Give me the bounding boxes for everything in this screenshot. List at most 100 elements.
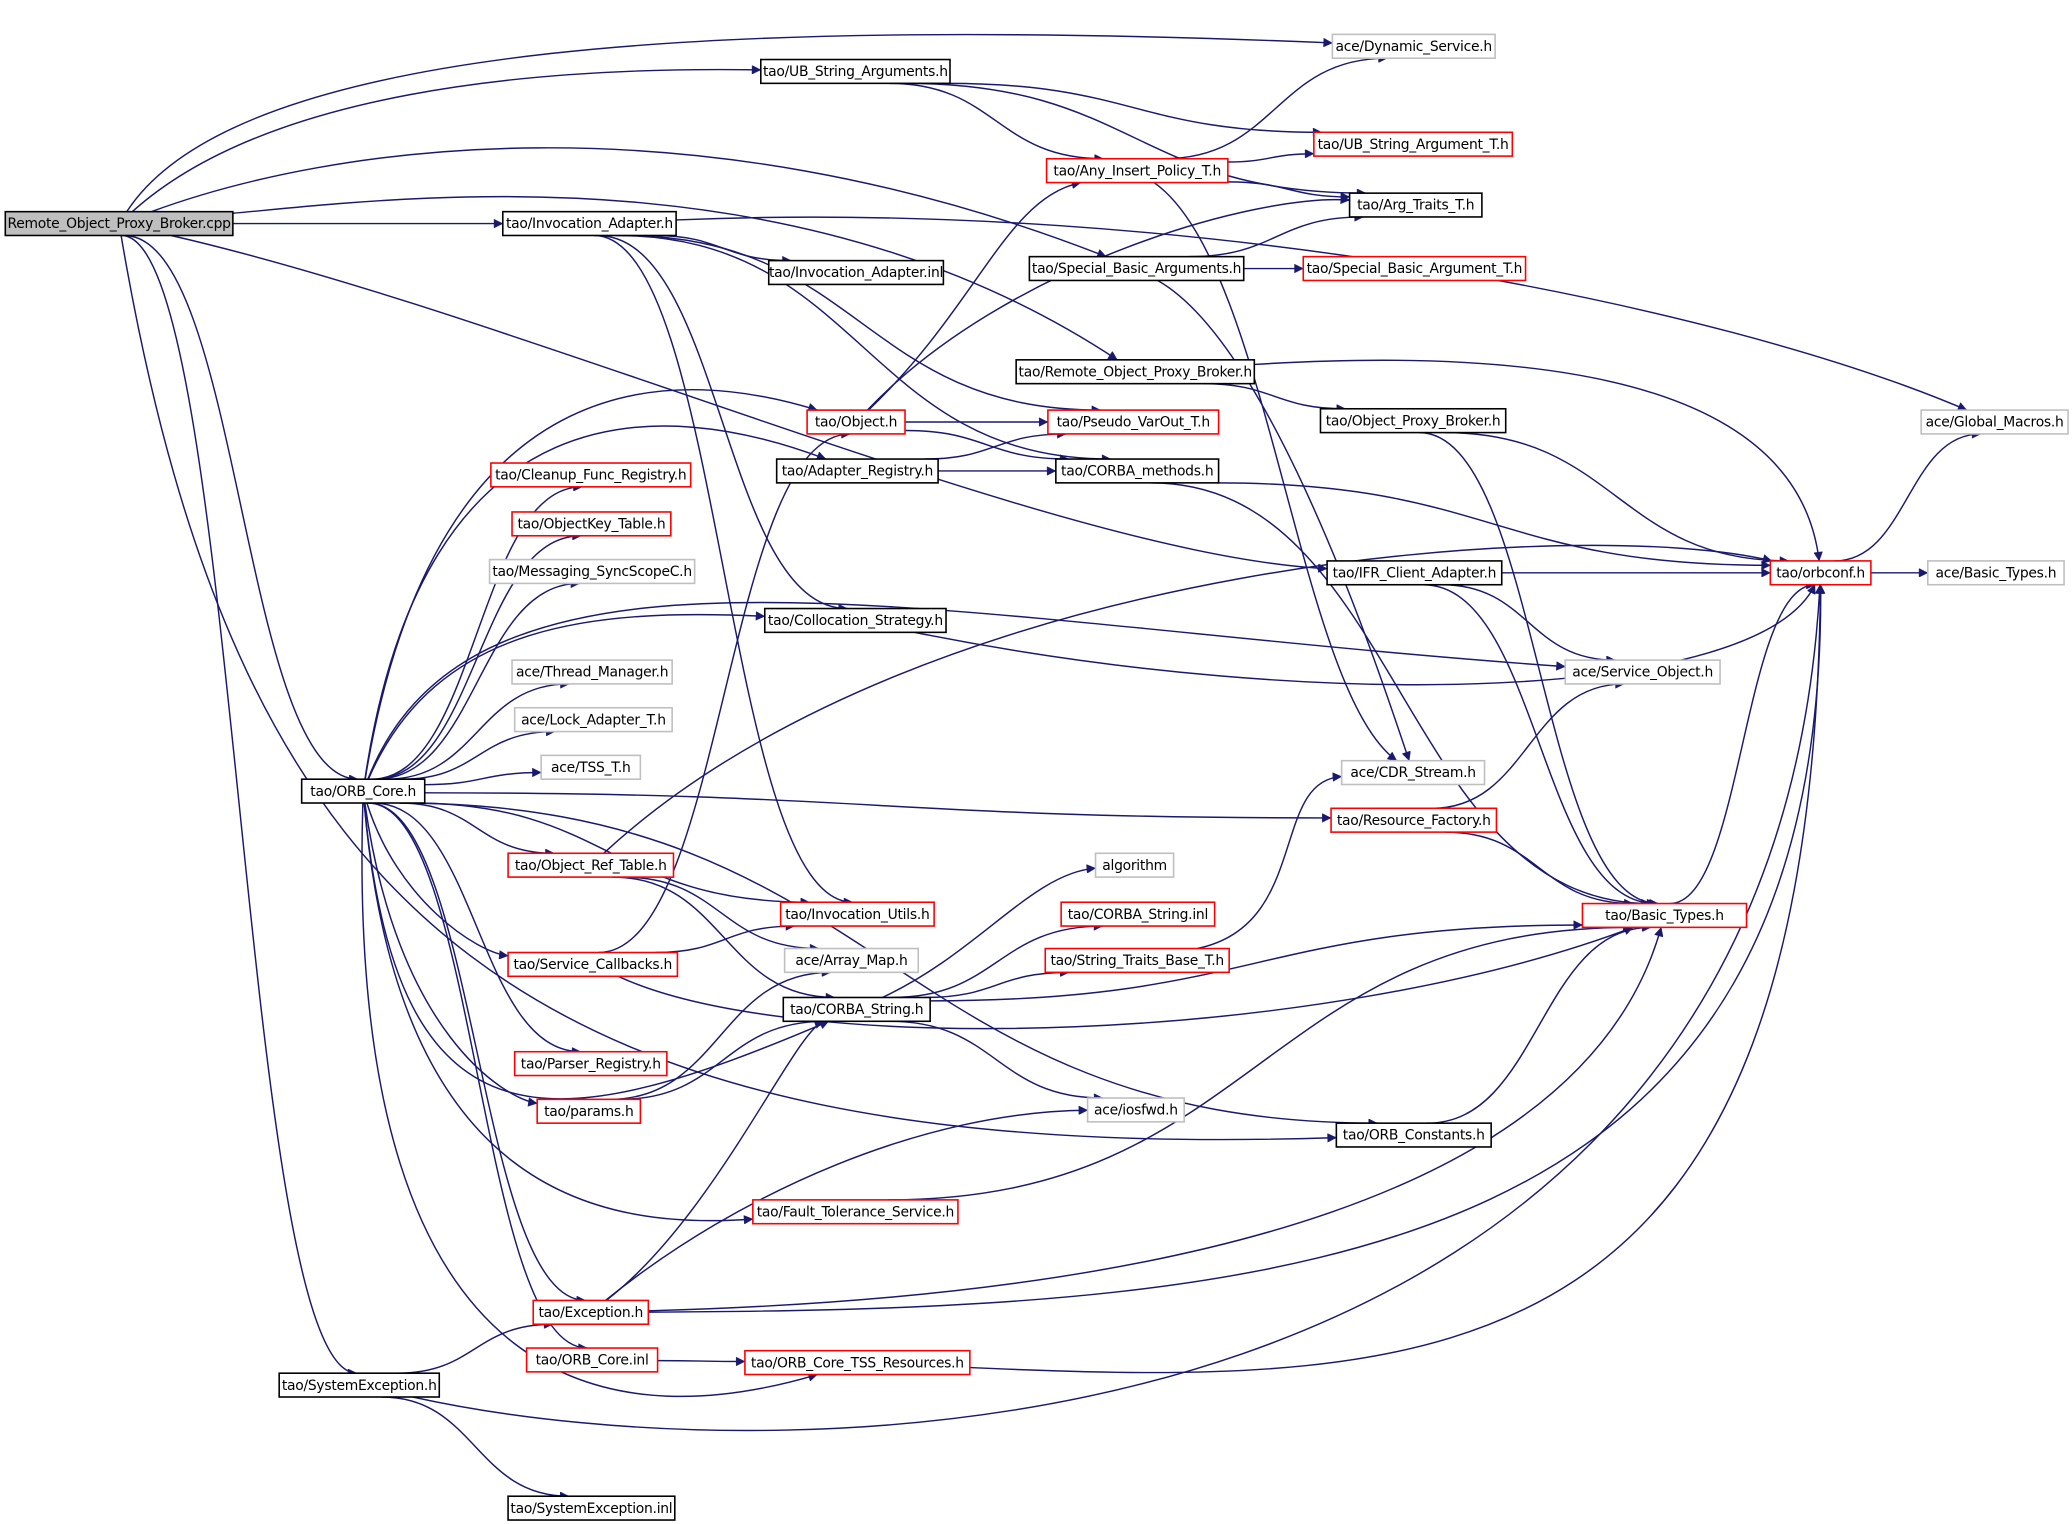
- edge-orb-core-h-to-collocation: [367, 615, 764, 780]
- node-ace-thread-manager-h[interactable]: ace/Thread_Manager.h: [511, 659, 673, 685]
- node-box: [1313, 131, 1514, 157]
- node-box: [1060, 901, 1216, 927]
- edge-orb-core-h-to-service-object: [367, 601, 1565, 780]
- node-label: tao/orbconf.h: [1776, 565, 1865, 581]
- node-label: ace/Lock_Adapter_T.h: [521, 712, 666, 728]
- node-tao-arg-traits-t-h[interactable]: tao/Arg_Traits_T.h: [1348, 192, 1483, 218]
- node-tao-invocation-utils-h[interactable]: tao/Invocation_Utils.h: [779, 901, 935, 927]
- edge-exception-h-to-tao-basic-types: [648, 927, 1661, 1312]
- node-label: tao/Object_Proxy_Broker.h: [1326, 413, 1501, 429]
- node-tao-orb-core-tss-resources-h[interactable]: tao/ORB_Core_TSS_Resources.h: [744, 1349, 971, 1376]
- node-tao-orb-core-h[interactable]: tao/ORB_Core.h: [300, 778, 426, 804]
- node-tao-basic-types-h[interactable]: tao/Basic_Types.h: [1581, 902, 1748, 929]
- node-tao-orbconf-h[interactable]: tao/orbconf.h: [1769, 560, 1872, 586]
- node-ace-lock-adapter-t-h[interactable]: ace/Lock_Adapter_T.h: [513, 706, 673, 733]
- edge-root-to-ub-args: [131, 70, 760, 213]
- node-tao-object-ref-table-h[interactable]: tao/Object_Ref_Table.h: [507, 852, 675, 878]
- node-label: tao/ORB_Core_TSS_Resources.h: [751, 1355, 964, 1371]
- node-label: algorithm: [1102, 858, 1167, 874]
- edge-root-to-ifr-client: [170, 234, 1327, 568]
- node-tao-corba-string-h[interactable]: tao/CORBA_String.h: [782, 996, 931, 1023]
- node-label: tao/ObjectKey_Table.h: [517, 517, 665, 533]
- node-ace-cdr-stream-h[interactable]: ace/CDR_Stream.h: [1340, 759, 1486, 786]
- node-tao-adapter-registry-h[interactable]: tao/Adapter_Registry.h: [775, 458, 939, 484]
- edge-orb-core-inl-to-orb-core-tss: [657, 1361, 745, 1362]
- edge-orb-constants-to-tao-basic-types: [1427, 927, 1651, 1124]
- edge-object-ref-table-to-orbconf: [603, 544, 1772, 854]
- node-tao-string-traits-base-t-h[interactable]: tao/String_Traits_Base_T.h: [1044, 947, 1230, 974]
- nodes-layer: Remote_Object_Proxy_Broker.cpp tao/UB_Str…: [4, 33, 2069, 1521]
- edge-inv-adapter-to-corba-methods: [615, 234, 1111, 459]
- node-label: tao/Invocation_Adapter.h: [506, 216, 673, 232]
- node-tao-cleanup-func-registry-h[interactable]: tao/Cleanup_Func_Registry.h: [490, 462, 692, 488]
- node-tao-objectkey-table-h[interactable]: tao/ObjectKey_Table.h: [511, 511, 672, 537]
- node-tao-any-insert-policy-t-h[interactable]: tao/Any_Insert_Policy_T.h: [1045, 157, 1229, 184]
- node-tao-remote-object-proxy-broker-h[interactable]: tao/Remote_Object_Proxy_Broker.h: [1015, 359, 1256, 385]
- node-tao-special-basic-argument-t-h[interactable]: tao/Special_Basic_Argument_T.h: [1302, 255, 1527, 282]
- node-tao-fault-tolerance-service-h[interactable]: tao/Fault_Tolerance_Service.h: [752, 1199, 959, 1225]
- node-box: [1348, 192, 1483, 218]
- node-box: [783, 947, 920, 974]
- node-tao-corba-string-inl[interactable]: tao/CORBA_String.inl: [1060, 901, 1216, 927]
- node-tao-messaging-syncscopec-h[interactable]: tao/Messaging_SyncScopeC.h: [488, 558, 696, 585]
- node-tao-resource-factory-h[interactable]: tao/Resource_Factory.h: [1330, 807, 1498, 833]
- node-box: [1086, 1097, 1185, 1123]
- edge-system-exception-to-exception-h: [397, 1324, 553, 1374]
- node-tao-invocation-adapter-inl[interactable]: tao/Invocation_Adapter.inl: [767, 259, 945, 286]
- node-label: tao/Object.h: [815, 415, 897, 431]
- node-box: [532, 1299, 650, 1326]
- node-ace-iosfwd-h[interactable]: ace/iosfwd.h: [1086, 1097, 1185, 1123]
- node-ace-dynamic-service-h[interactable]: ace/Dynamic_Service.h: [1331, 33, 1496, 60]
- node-box: [806, 409, 906, 435]
- node-tao-ub-string-argument-t-h[interactable]: tao/UB_String_Argument_T.h: [1313, 131, 1514, 157]
- node-ace-array-map-h[interactable]: ace/Array_Map.h: [783, 947, 920, 974]
- node-tao-ifr-client-adapter-h[interactable]: tao/IFR_Client_Adapter.h: [1326, 560, 1503, 586]
- node-tao-parser-registry-h[interactable]: tao/Parser_Registry.h: [513, 1050, 668, 1077]
- edge-inv-adapter-to-invocation-utils: [594, 234, 853, 902]
- node-ace-basic-types-h[interactable]: ace/Basic_Types.h: [1926, 560, 2065, 586]
- node-label: tao/Resource_Factory.h: [1337, 813, 1491, 829]
- node-label: tao/Special_Basic_Argument_T.h: [1307, 261, 1523, 277]
- node-tao-object-proxy-broker-h[interactable]: tao/Object_Proxy_Broker.h: [1319, 407, 1507, 434]
- node-box: [507, 1495, 676, 1521]
- node-label: tao/Arg_Traits_T.h: [1357, 198, 1474, 214]
- node-tao-pseudo-varout-t-h[interactable]: tao/Pseudo_VarOut_T.h: [1047, 409, 1220, 435]
- edge-exception-h-to-iosfwd: [605, 1110, 1087, 1301]
- node-label: Remote_Object_Proxy_Broker.cpp: [7, 216, 231, 232]
- node-box: [767, 259, 945, 286]
- node-tao-object-h[interactable]: tao/Object.h: [806, 409, 906, 435]
- node-tao-service-callbacks-h[interactable]: tao/Service_Callbacks.h: [507, 951, 679, 978]
- node-label: tao/Any_Insert_Policy_T.h: [1053, 163, 1221, 179]
- node-label: ace/CDR_Stream.h: [1350, 765, 1475, 781]
- node-algorithm[interactable]: algorithm: [1094, 852, 1175, 878]
- node-label: tao/CORBA_String.inl: [1068, 907, 1208, 923]
- edge-resource-factory-to-tao-basic-types: [1445, 831, 1633, 903]
- node-box: [4, 210, 234, 237]
- node-tao-params-h[interactable]: tao/params.h: [536, 1098, 642, 1124]
- node-label: tao/Service_Callbacks.h: [513, 957, 672, 973]
- node-tao-orb-core-inl[interactable]: tao/ORB_Core.inl: [525, 1347, 659, 1373]
- node-ace-tss-t-h[interactable]: ace/TSS_T.h: [540, 754, 642, 780]
- node-tao-exception-h[interactable]: tao/Exception.h: [532, 1299, 650, 1326]
- edge-inv-adapter-to-pseudo-varout: [622, 234, 1101, 410]
- node-ace-service-object-h[interactable]: ace/Service_Object.h: [1564, 659, 1721, 685]
- node-box: [525, 1347, 659, 1373]
- node-tao-orb-constants-h[interactable]: tao/ORB_Constants.h: [1335, 1122, 1492, 1148]
- edge-object-proxy-broker-to-tao-basic-types: [1419, 431, 1658, 904]
- node-label: ace/Dynamic_Service.h: [1336, 39, 1492, 55]
- node-tao-ub-string-arguments-h[interactable]: tao/UB_String_Arguments.h: [759, 58, 951, 85]
- edge-orb-core-h-to-parser-registry: [373, 802, 581, 1052]
- node-box: [511, 511, 672, 537]
- node-tao-corba-methods-h[interactable]: tao/CORBA_methods.h: [1055, 458, 1220, 484]
- node-box: [488, 558, 696, 585]
- edge-root-to-dyn-service: [126, 33, 1333, 213]
- node-tao-invocation-adapter-h[interactable]: tao/Invocation_Adapter.h: [501, 210, 677, 237]
- node-box: [779, 901, 935, 927]
- node-tao-special-basic-arguments-h[interactable]: tao/Special_Basic_Arguments.h: [1028, 255, 1245, 282]
- node-label: ace/Service_Object.h: [1572, 665, 1713, 681]
- node-tao-systemexception-h[interactable]: tao/SystemException.h: [278, 1372, 441, 1398]
- edge-rop-broker-h-to-object-proxy-broker: [1202, 382, 1346, 409]
- node-tao-systemexception-inl[interactable]: tao/SystemException.inl: [507, 1495, 676, 1521]
- node-tao-collocation-strategy-h[interactable]: tao/Collocation_Strategy.h: [763, 607, 947, 634]
- node-ace-global-macros-h[interactable]: ace/Global_Macros.h: [1920, 409, 2069, 435]
